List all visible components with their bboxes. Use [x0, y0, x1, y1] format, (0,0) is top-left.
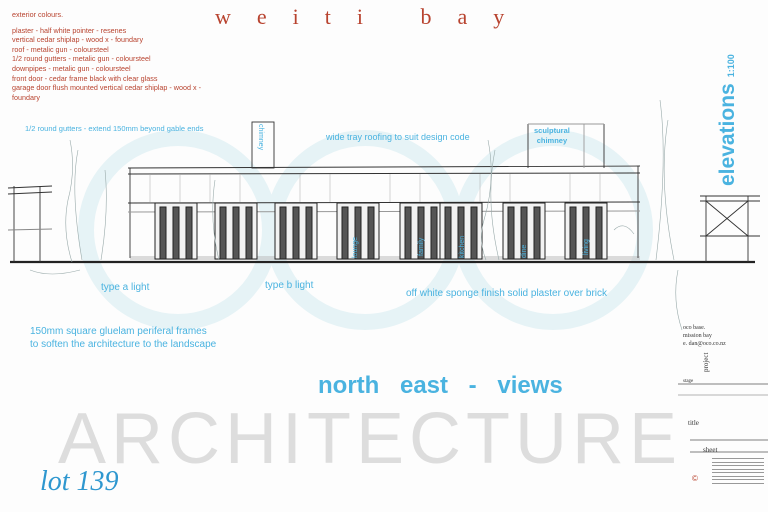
room-label-lounge: lounge: [352, 236, 359, 258]
roof-tray-lines: [149, 174, 601, 202]
firm-line1: oco base.: [683, 325, 706, 331]
plaster-annotation: off white sponge finish solid plaster ov…: [406, 288, 608, 299]
window-bay: [336, 202, 380, 260]
exterior-colours-notes: exterior colours. plaster - half white p…: [12, 10, 242, 102]
lot-number: lot 139: [40, 466, 119, 497]
right-gluelam-frame: [700, 195, 760, 262]
colour-line: foundary: [12, 92, 40, 102]
firm-address: oco base. mission bay e. dan@oco.co.nz: [683, 324, 726, 348]
chimney-annotation: chimney: [257, 124, 264, 151]
gluelam-annotation: 150mm square gluelam periferal frames to…: [30, 325, 216, 351]
left-gluelam-frame: [7, 185, 53, 262]
type-a-light-annotation: type a light: [101, 282, 150, 293]
gluelam-line1: 150mm square gluelam periferal frames: [30, 326, 207, 337]
title-block: [678, 383, 768, 453]
sculptural-chimney-line1: sculptural: [534, 126, 570, 135]
sheet-type-text: elevations: [716, 83, 739, 186]
sheet-type-label: elevations 1:100: [716, 54, 740, 186]
firm-line2: mission bay: [683, 333, 712, 339]
sculptural-chimney-annotation: sculptural chimney: [534, 126, 570, 146]
type-b-light-annotation: type b light: [265, 280, 314, 291]
title-block-project: project: [702, 352, 710, 372]
window-bays: [154, 202, 608, 260]
architecture-watermark: ARCHITECTURE: [58, 399, 683, 479]
room-label-family: family: [418, 237, 425, 256]
window-bay: [439, 202, 483, 260]
copyright-mark: ©: [692, 474, 698, 483]
scale-label: 1:100: [726, 54, 736, 78]
project-title: weiti bay: [215, 4, 531, 29]
house-outline: [127, 121, 641, 258]
window-bay: [502, 202, 546, 260]
firm-line3: e. dan@oco.co.nz: [683, 341, 726, 347]
title-block-stage: stage: [683, 379, 694, 384]
window-bay: [214, 202, 258, 260]
view-heading: north east - views: [318, 372, 563, 399]
title-block-title: title: [688, 419, 699, 427]
landscape-sketch: [29, 99, 683, 331]
window-bay: [564, 202, 608, 260]
window-bay: [274, 202, 318, 260]
gutter-annotation: 1/2 round gutters - extend 150mm beyond …: [25, 124, 204, 133]
exterior-colours-heading: exterior colours.: [12, 10, 64, 19]
title-block-sheet: sheet: [703, 446, 718, 454]
fine-print-block: [712, 458, 764, 486]
gluelam-line2: to soften the architecture to the landsc…: [30, 339, 217, 350]
window-bay: [154, 202, 198, 260]
colour-line: roof - metalic gun - coloursteel: [12, 44, 109, 54]
room-label-living: living: [583, 239, 590, 255]
sculptural-chimney-line2: chimney: [536, 136, 568, 145]
room-label-dine: dine: [521, 244, 528, 258]
colour-line: garage door flush mounted vertical cedar…: [12, 83, 201, 93]
colour-line: downpipes - metalic gun - coloursteel: [12, 63, 131, 73]
colour-line: plaster - half white pointer - resenes: [12, 25, 127, 35]
colour-line: 1/2 round gutters - metalic gun - colour…: [12, 54, 151, 64]
colour-line: vertical cedar shiplap - wood x - founda…: [12, 35, 144, 45]
colour-line: front door - cedar frame black with clea…: [12, 73, 158, 83]
room-label-kitchen: kitchen: [459, 235, 466, 258]
tray-roofing-annotation: wide tray roofing to suit design code: [326, 132, 470, 142]
